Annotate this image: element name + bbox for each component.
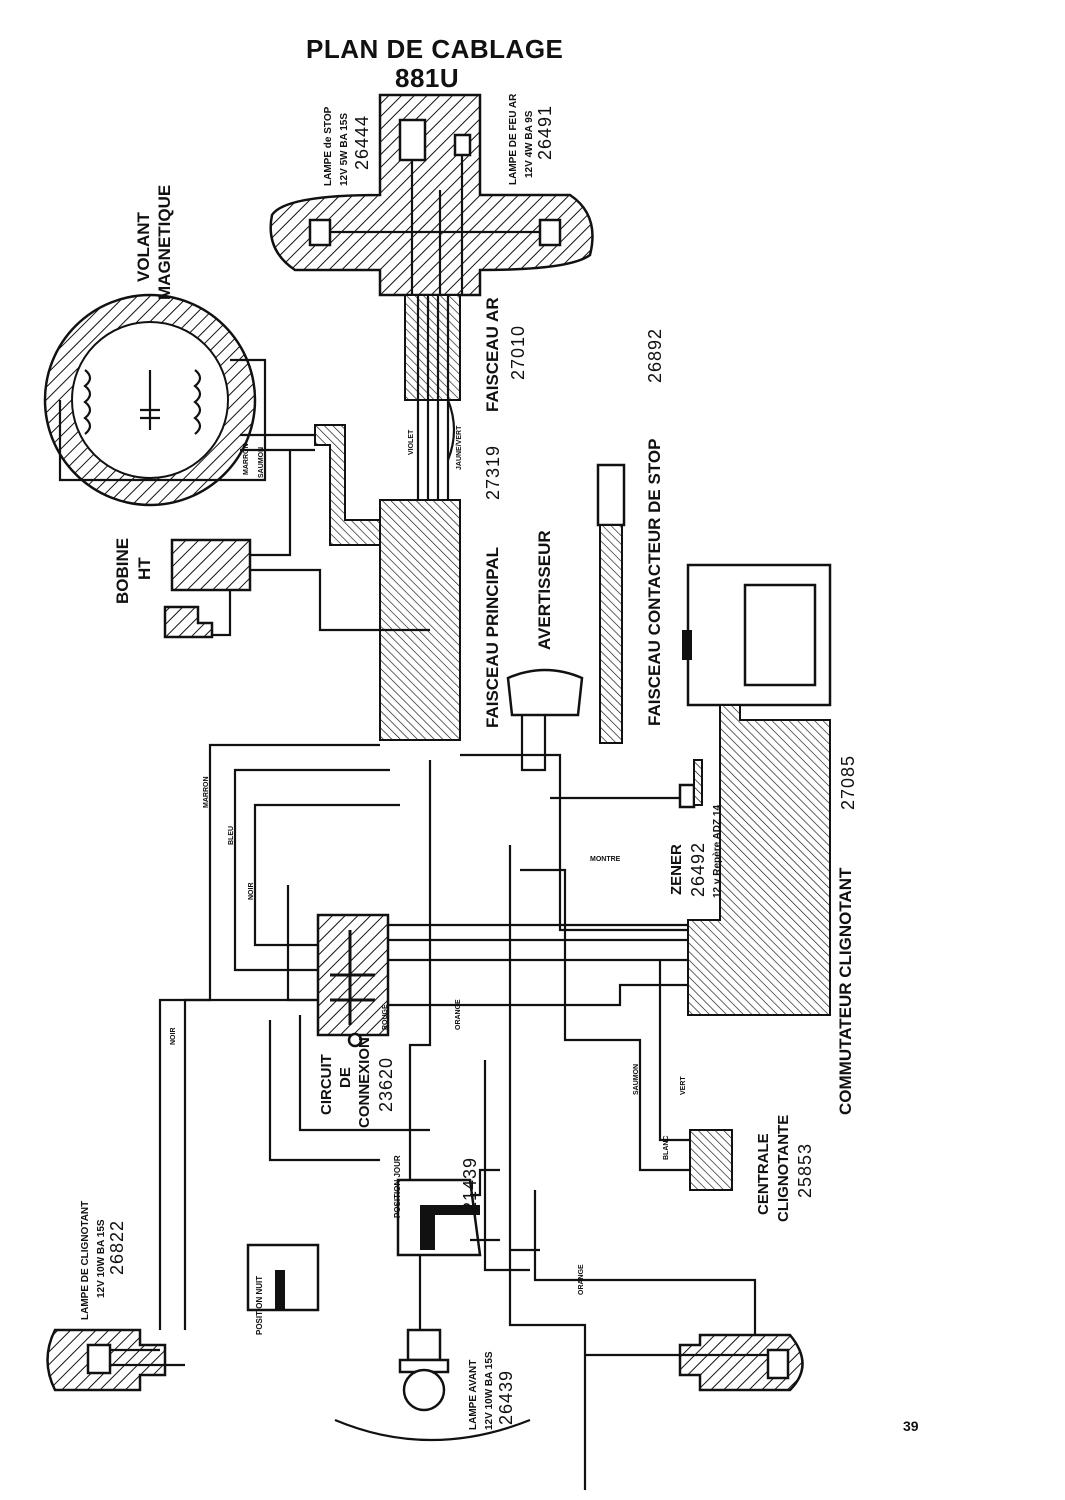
indicator-lamp-spec: 12V 10W BA 15S <box>96 1219 107 1298</box>
connection-circuit-line1: CIRCUIT <box>318 1054 335 1115</box>
horn-label: AVERTISSEUR <box>535 530 554 650</box>
zener-spec: 12 v Repère ADZ 14 <box>712 804 723 898</box>
wire-label-noir: NOIR <box>248 882 255 901</box>
wire-label-saumon: SAUMON <box>258 446 265 478</box>
model-number: 881U <box>395 63 460 93</box>
main-harness-label: FAISCEAU PRINCIPAL <box>483 546 502 728</box>
horn <box>506 668 584 772</box>
rear-harness-ref: 27010 <box>508 324 528 380</box>
front-lamp-name: LAMPE AVANT <box>468 1359 479 1430</box>
wire-label-rouge: ROUGE <box>382 1004 389 1030</box>
wire-label-montre: MONTRE <box>590 856 621 863</box>
wire-label-marron-2: MARRON <box>203 776 210 809</box>
rear-light-housing <box>269 93 594 297</box>
position-nuit-switch <box>246 1243 320 1312</box>
indicator-switch <box>682 563 832 1016</box>
rear-lamp-name: LAMPE DE FEU AR <box>508 93 519 185</box>
indicator-lamp-ref: 26822 <box>107 1219 127 1275</box>
connection-circuit-line2: DE <box>337 1067 354 1088</box>
wire-label-blanc: BLANC <box>663 1135 670 1161</box>
coil-label-line2: HT <box>135 557 154 580</box>
rear-harness-label: FAISCEAU AR <box>483 297 502 412</box>
zener-diode <box>550 759 703 809</box>
wire-label-marron: MARRON <box>243 443 250 476</box>
wire-label-noir-2: NOIR <box>170 1027 177 1046</box>
position-nuit-label: POSITION NUIT <box>255 1275 264 1335</box>
stop-switch-harness-ref: 26892 <box>645 327 665 383</box>
ignition-coil <box>163 450 430 639</box>
wire-label-bleu: BLEU <box>228 825 235 845</box>
main-harness-ref: 27319 <box>483 444 503 500</box>
flywheel-magneto <box>43 293 267 507</box>
wire-label-violet: VIOLET <box>408 429 415 455</box>
flywheel-label-line1: VOLANT <box>134 212 153 282</box>
flywheel-label-line2: MAGNETIQUE <box>155 184 174 300</box>
wire-label-orange-2: ORANGE <box>578 1264 585 1295</box>
indicator-switch-ref: 27085 <box>838 754 858 810</box>
flasher-unit-line1: CENTRALE <box>755 1133 772 1215</box>
coil-label-line1: BOBINE <box>113 537 132 604</box>
headlamp-switch-ref: 21439 <box>460 1156 480 1212</box>
flasher-unit <box>689 1129 733 1191</box>
front-lamp-ref: 26439 <box>496 1369 516 1425</box>
stop-lamp-spec: 12V 5W BA 15S <box>339 113 350 186</box>
main-harness <box>240 424 461 741</box>
rear-lamp-spec: 12V 4W BA 9S <box>524 110 535 178</box>
front-lamp <box>334 1255 531 1442</box>
connection-circuit-board <box>316 913 390 1048</box>
right-indicator-lamp <box>585 1333 804 1392</box>
left-indicator-lamp <box>46 1328 185 1392</box>
harness-wiring <box>158 743 757 1490</box>
wire-label-orange: ORANGE <box>455 999 462 1030</box>
diagram-title: PLAN DE CABLAGE <box>306 34 564 64</box>
wire-label-vert: VERT <box>680 1076 687 1095</box>
flasher-unit-line2: CLIGNOTANTE <box>775 1114 792 1222</box>
position-jour-label: POSITION JOUR <box>393 1155 402 1218</box>
stop-switch-harness <box>596 463 626 744</box>
rear-lamp-ref: 26491 <box>535 104 555 160</box>
connection-circuit-ref: 23620 <box>376 1056 396 1112</box>
headlamp-switch <box>396 1168 500 1257</box>
connection-circuit-line3: CONNEXION <box>356 1037 373 1128</box>
flasher-unit-ref: 25853 <box>795 1142 815 1198</box>
wire-label-saumon-2: SAUMON <box>633 1063 640 1095</box>
stop-lamp-name: LAMPE de STOP <box>323 106 334 186</box>
page-number: 39 <box>903 1418 919 1434</box>
zener-ref: 26492 <box>688 841 708 897</box>
rear-harness <box>404 294 461 500</box>
front-lamp-spec: 12V 10W BA 15S <box>484 1351 495 1430</box>
indicator-lamp-name: LAMPE DE CLIGNOTANT <box>80 1200 91 1320</box>
indicator-switch-label: COMMUTATEUR CLIGNOTANT <box>836 867 855 1115</box>
zener-label: ZENER <box>668 844 685 895</box>
stop-lamp-ref: 26444 <box>352 114 372 170</box>
stop-switch-harness-label: FAISCEAU CONTACTEUR DE STOP <box>645 438 664 726</box>
wire-label-jaune-vert: JAUNE/VERT <box>456 425 463 470</box>
